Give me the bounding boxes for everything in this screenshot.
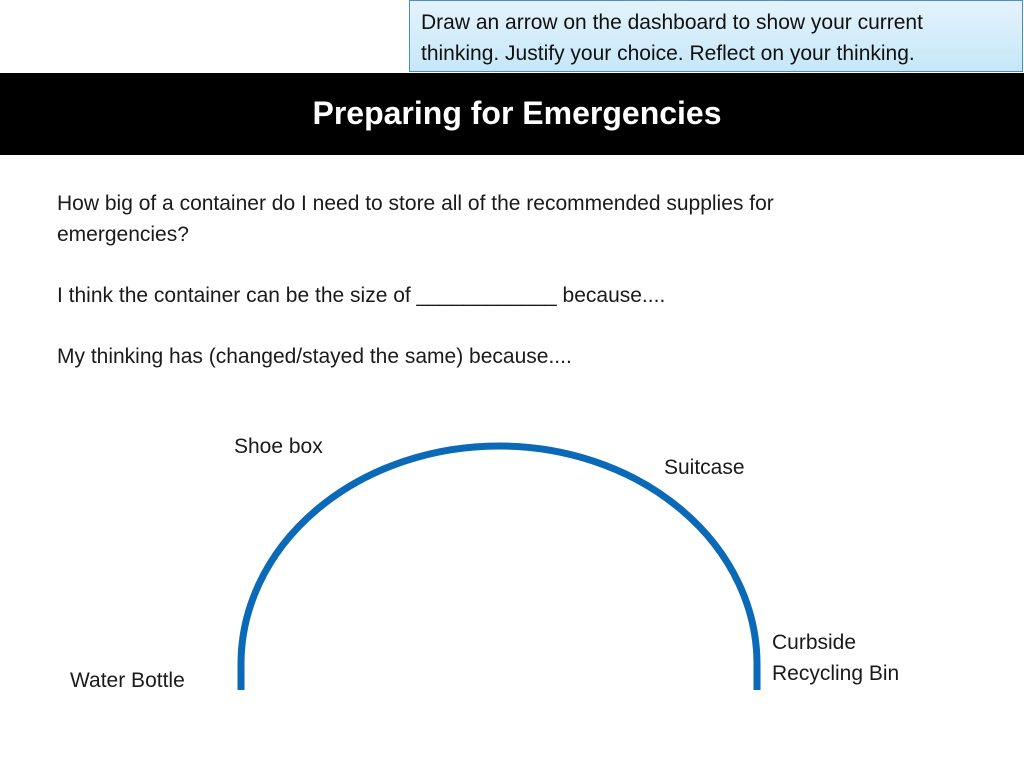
page-title: Preparing for Emergencies [312,95,722,131]
dashboard-arc [237,442,761,690]
instruction-line-2: thinking. Justify your choice. Reflect o… [421,42,915,65]
title-bar: Preparing for Emergencies [0,73,1024,155]
question-line-2: emergencies? [57,223,189,246]
question-line-1: How big of a container do I need to stor… [57,192,774,215]
instruction-line-1: Draw an arrow on the dashboard to show y… [421,11,923,34]
prompt-reflection: My thinking has (changed/stayed the same… [57,345,572,368]
label-recycling-bin-line-2: Recycling Bin [772,662,900,685]
label-shoe-box: Shoe box [234,435,323,458]
label-suitcase: Suitcase [664,456,745,479]
instruction-box: Draw an arrow on the dashboard to show y… [409,0,1023,72]
label-water-bottle: Water Bottle [70,669,185,692]
label-recycling-bin-line-1: Curbside [772,631,857,654]
prompt-size: I think the container can be the size of… [57,284,666,307]
